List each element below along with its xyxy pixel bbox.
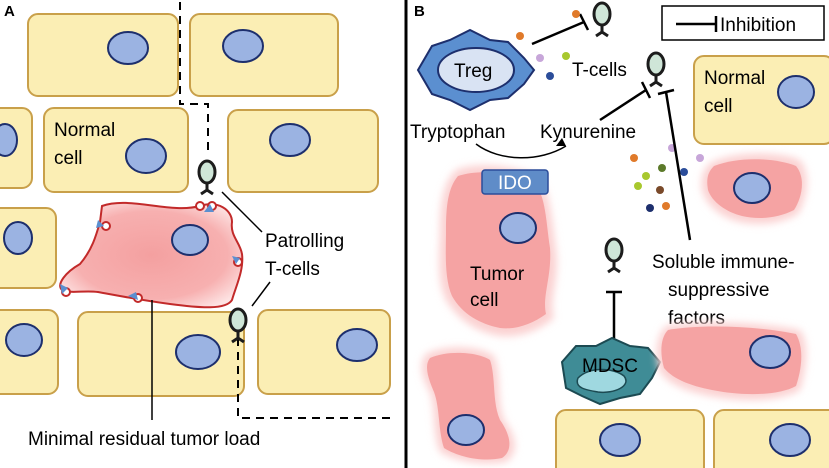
tumor-antigen bbox=[195, 201, 217, 212]
normal-cell bbox=[227, 109, 379, 193]
inhibition-arrow bbox=[657, 88, 692, 241]
normal-cell bbox=[713, 409, 829, 468]
t-cell bbox=[646, 51, 666, 88]
mdsc-cell: MDSC bbox=[560, 336, 662, 406]
tumor-cell bbox=[421, 347, 515, 464]
residual-tumor-label: Minimal residual tumor load bbox=[28, 429, 260, 450]
inhibition-symbol bbox=[676, 16, 718, 32]
tumor-cell: Tumor cell bbox=[439, 165, 557, 337]
conversion-arrowhead bbox=[556, 138, 566, 146]
normal-cell bbox=[555, 409, 705, 468]
inhibition-arrow bbox=[606, 290, 622, 340]
panel-b: B Inhibition Normal cell Treg bbox=[410, 1, 829, 468]
residual-tumor-cell bbox=[59, 201, 244, 309]
label-pointer bbox=[251, 281, 271, 307]
normal-cell bbox=[0, 207, 57, 289]
normal-cell bbox=[257, 309, 391, 395]
normal-cell-label: cell bbox=[704, 96, 733, 117]
normal-cell bbox=[43, 107, 189, 193]
tumor-antigen bbox=[128, 292, 143, 303]
tumor-cell-label: Tumor bbox=[470, 264, 525, 285]
patrolling-tcells-label: T-cells bbox=[265, 259, 320, 280]
soluble-factors-label: Soluble immune- bbox=[652, 252, 795, 273]
t-cell bbox=[228, 307, 248, 344]
treg-cell: Treg bbox=[416, 28, 536, 112]
patrol-path bbox=[237, 338, 395, 419]
tumor-cell bbox=[656, 322, 807, 400]
panel-a: A bbox=[0, 2, 395, 450]
normal-cell bbox=[77, 311, 245, 397]
soluble-factors-label: suppressive bbox=[668, 280, 769, 301]
legend: Inhibition bbox=[661, 5, 825, 41]
inhibition-arrow bbox=[531, 13, 590, 46]
normal-cell bbox=[189, 13, 339, 97]
mdsc-label: MDSC bbox=[582, 356, 638, 377]
tryptophan-label: Tryptophan bbox=[410, 122, 505, 143]
tumor-cell bbox=[701, 153, 807, 224]
normal-cell-label: cell bbox=[54, 148, 83, 169]
inhibition-arrow bbox=[599, 81, 652, 122]
tumor-antigen bbox=[60, 284, 71, 297]
tumor-cell-label: cell bbox=[470, 290, 499, 311]
t-cell bbox=[604, 237, 624, 274]
normal-cell bbox=[693, 55, 829, 145]
tumor-antigen bbox=[96, 220, 111, 231]
normal-cell bbox=[0, 107, 33, 189]
normal-cell-label: Normal bbox=[704, 68, 765, 89]
tumor-antigen bbox=[232, 256, 243, 267]
ido-enzyme: IDO bbox=[481, 169, 549, 195]
t-cell bbox=[592, 1, 612, 38]
treg-label: Treg bbox=[454, 61, 492, 82]
label-pointer bbox=[221, 191, 263, 233]
panel-b-letter: B bbox=[414, 3, 425, 20]
patrol-path bbox=[179, 2, 209, 150]
ido-label: IDO bbox=[498, 173, 532, 194]
normal-cell-label: Normal bbox=[54, 120, 115, 141]
normal-cell bbox=[0, 309, 59, 395]
legend-label: Inhibition bbox=[720, 15, 796, 36]
conversion-arrow bbox=[475, 143, 567, 159]
normal-cell bbox=[27, 13, 179, 97]
soluble-factors bbox=[630, 144, 704, 212]
tcells-label: T-cells bbox=[572, 60, 627, 81]
kynurenine-label: Kynurenine bbox=[540, 122, 636, 143]
t-cell bbox=[197, 159, 217, 196]
panel-a-letter: A bbox=[4, 3, 15, 20]
patrolling-tcells-label: Patrolling bbox=[265, 231, 344, 252]
soluble-factors bbox=[516, 10, 580, 80]
